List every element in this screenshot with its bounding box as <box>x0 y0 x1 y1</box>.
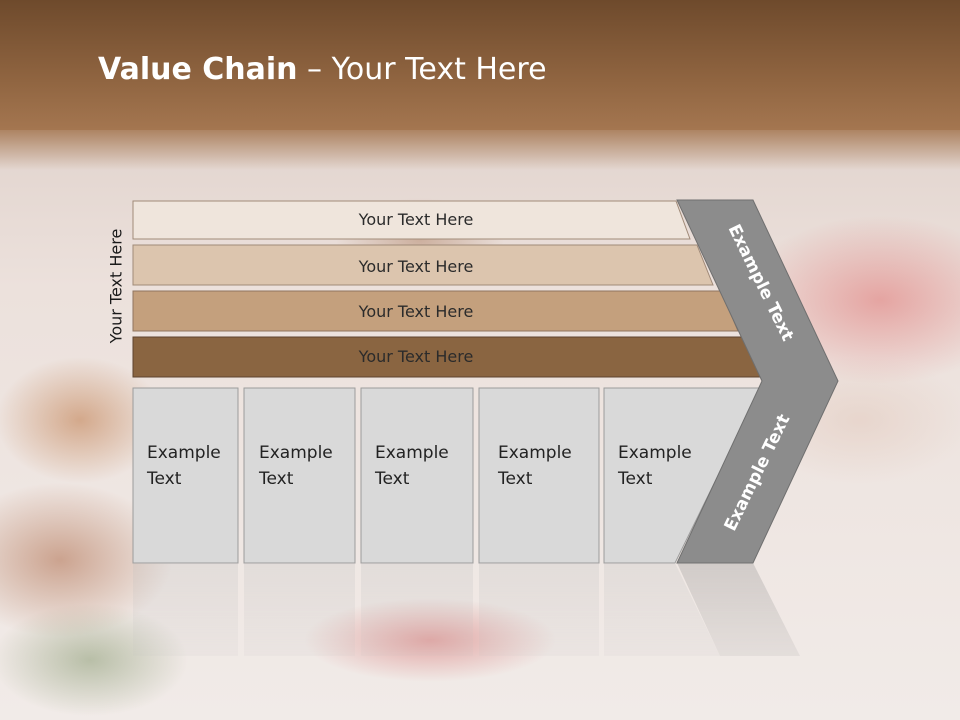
box-5 <box>603 387 762 564</box>
diagram-reflection <box>0 563 960 720</box>
header-fade <box>0 130 960 170</box>
box-1 <box>132 387 239 564</box>
box-1-line2: Text <box>146 469 182 489</box>
reflection-svg <box>133 563 800 656</box>
box-1-line1: Example <box>147 443 221 463</box>
box-2 <box>243 387 356 564</box>
bar-2 <box>132 244 714 286</box>
box-5-line1: Example <box>618 443 692 463</box>
reflection-box-5 <box>604 563 720 656</box>
reflection-box-1 <box>133 563 238 656</box>
reflection-box-3 <box>361 563 473 656</box>
bar-2-label: Your Text Here <box>358 257 474 276</box>
title-rest: – Your Text Here <box>297 52 547 87</box>
reflection-chevron <box>677 563 800 656</box>
title-bold: Value Chain <box>98 52 298 87</box>
box-group: Example Text Example Text Example Text E… <box>132 387 762 564</box>
bar-3-label: Your Text Here <box>358 302 474 321</box>
page-title: Value Chain – Your Text Here <box>98 52 547 87</box>
reflection-box-2 <box>244 563 355 656</box>
bar-1 <box>132 200 691 240</box>
box-4-line2: Text <box>497 469 533 489</box>
header-band <box>0 0 960 130</box>
bar-4-label: Your Text Here <box>358 347 474 366</box>
box-2-line2: Text <box>258 469 294 489</box>
bar-1-label: Your Text Here <box>358 210 474 229</box>
box-3 <box>360 387 474 564</box>
box-4 <box>478 387 600 564</box>
box-5-line2: Text <box>617 469 653 489</box>
box-2-line1: Example <box>259 443 333 463</box>
box-4-line1: Example <box>498 443 572 463</box>
reflection-box-4 <box>479 563 599 656</box>
box-3-line2: Text <box>374 469 410 489</box>
box-3-line1: Example <box>375 443 449 463</box>
chevron-arrow <box>676 199 839 564</box>
bar-group: Your Text Here Your Text Here Your Text … <box>132 200 764 378</box>
